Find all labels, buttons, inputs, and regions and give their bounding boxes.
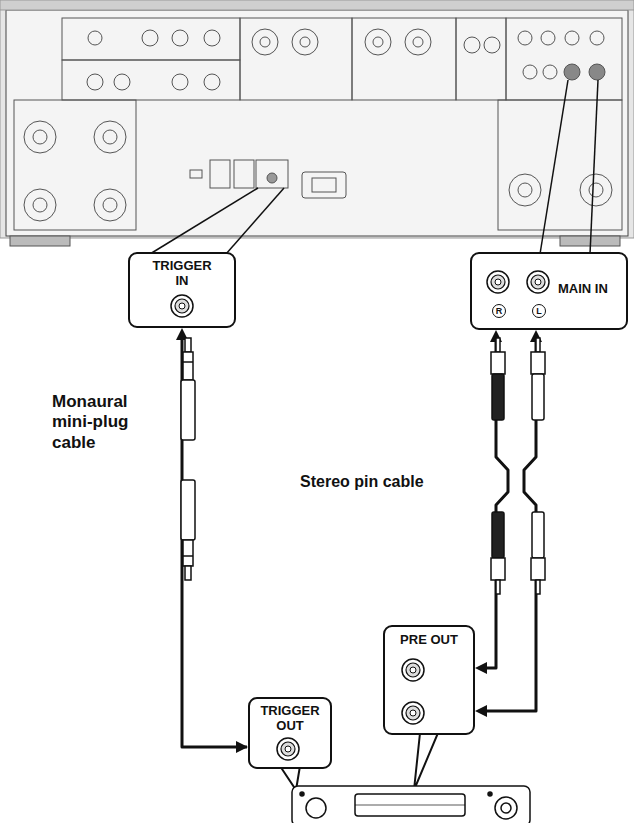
av-receiver xyxy=(292,786,530,823)
jack-icon xyxy=(410,667,416,673)
jack-icon xyxy=(277,738,299,760)
channel-letter: L xyxy=(532,304,546,318)
cable-wire xyxy=(485,340,508,668)
callout-box: TRIGGER IN xyxy=(128,252,236,328)
jack-icon xyxy=(535,279,541,285)
jack-icon xyxy=(175,299,189,313)
mini-plug xyxy=(181,338,195,580)
jack-icon xyxy=(406,663,420,677)
jack-icon xyxy=(285,746,291,752)
jack-icon xyxy=(402,702,424,724)
jack-icon xyxy=(179,303,185,309)
channel-letter: R xyxy=(492,304,506,318)
cable-label: Stereo pin cable xyxy=(300,472,424,491)
jack-icon xyxy=(491,275,505,289)
jack-icon xyxy=(281,742,295,756)
jack-icon xyxy=(406,706,420,720)
jack-icon xyxy=(402,659,424,681)
callout-box: MAIN IN xyxy=(470,252,628,330)
callout-label: MAIN IN xyxy=(558,282,608,297)
cable-wire xyxy=(485,340,536,711)
callout-label: TRIGGER IN xyxy=(146,259,218,289)
callout-label: PRE OUT xyxy=(389,633,469,648)
jack-icon xyxy=(487,271,509,293)
rca-plug xyxy=(491,338,545,594)
arrowhead xyxy=(475,705,487,717)
cable-connector xyxy=(176,328,248,753)
cable-wire xyxy=(182,338,247,747)
amplifier-rear-panel xyxy=(0,0,634,246)
callout-box: PRE OUT xyxy=(383,625,475,735)
jack-icon xyxy=(171,295,193,317)
callout-box: TRIGGER OUT xyxy=(248,697,332,769)
cable-label: Monaural mini-plug cable xyxy=(52,392,162,453)
jack-icon xyxy=(410,710,416,716)
callout-label: TRIGGER OUT xyxy=(254,704,326,734)
leader-line xyxy=(150,80,598,254)
jack-icon xyxy=(495,279,501,285)
arrowhead xyxy=(475,662,487,674)
jack-icon xyxy=(527,271,549,293)
jack-icon xyxy=(531,275,545,289)
arrowhead xyxy=(236,741,248,753)
